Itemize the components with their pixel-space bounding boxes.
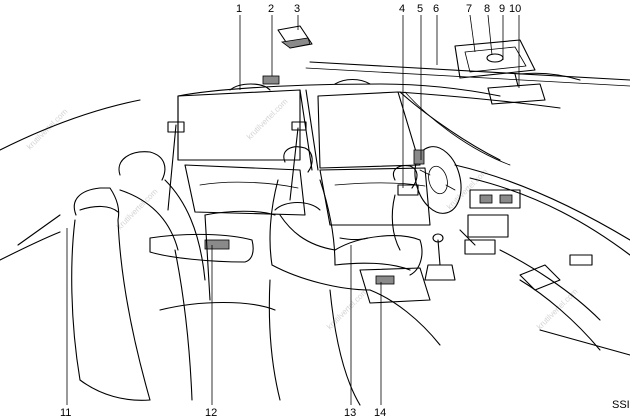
callout-7: 7 <box>466 3 472 15</box>
callout-4: 4 <box>399 3 405 15</box>
callout-9: 9 <box>499 3 505 15</box>
car-body <box>0 61 630 356</box>
callout-11: 11 <box>60 407 71 419</box>
rear-seat <box>71 151 276 401</box>
callout-13: 13 <box>344 407 356 419</box>
callout-6: 6 <box>433 3 439 15</box>
callout-labels: 1 2 3 4 5 6 7 8 9 10 11 12 13 14 SSI <box>60 3 630 419</box>
callout-14: 14 <box>374 407 386 419</box>
callout-5: 5 <box>417 3 423 15</box>
leader-lines <box>66 14 520 405</box>
callout-12: 12 <box>205 407 217 419</box>
watermark-layer: krutilvertel.com krutilvertel.com krutil… <box>25 97 580 332</box>
driver-area <box>391 146 593 291</box>
callout-10: 10 <box>509 3 521 15</box>
callout-8: 8 <box>484 3 490 15</box>
watermark: krutilvertel.com <box>535 287 580 332</box>
callout-1: 1 <box>236 3 242 15</box>
watermark: krutilvertel.com <box>115 187 160 232</box>
figure-code: SSI <box>612 399 630 411</box>
watermark: krutilvertel.com <box>445 167 490 212</box>
front-seat <box>268 146 441 406</box>
callout-3: 3 <box>294 3 300 15</box>
watermark: krutilvertel.com <box>25 107 70 152</box>
callout-2: 2 <box>268 3 274 15</box>
watermark: krutilvertel.com <box>245 97 290 142</box>
